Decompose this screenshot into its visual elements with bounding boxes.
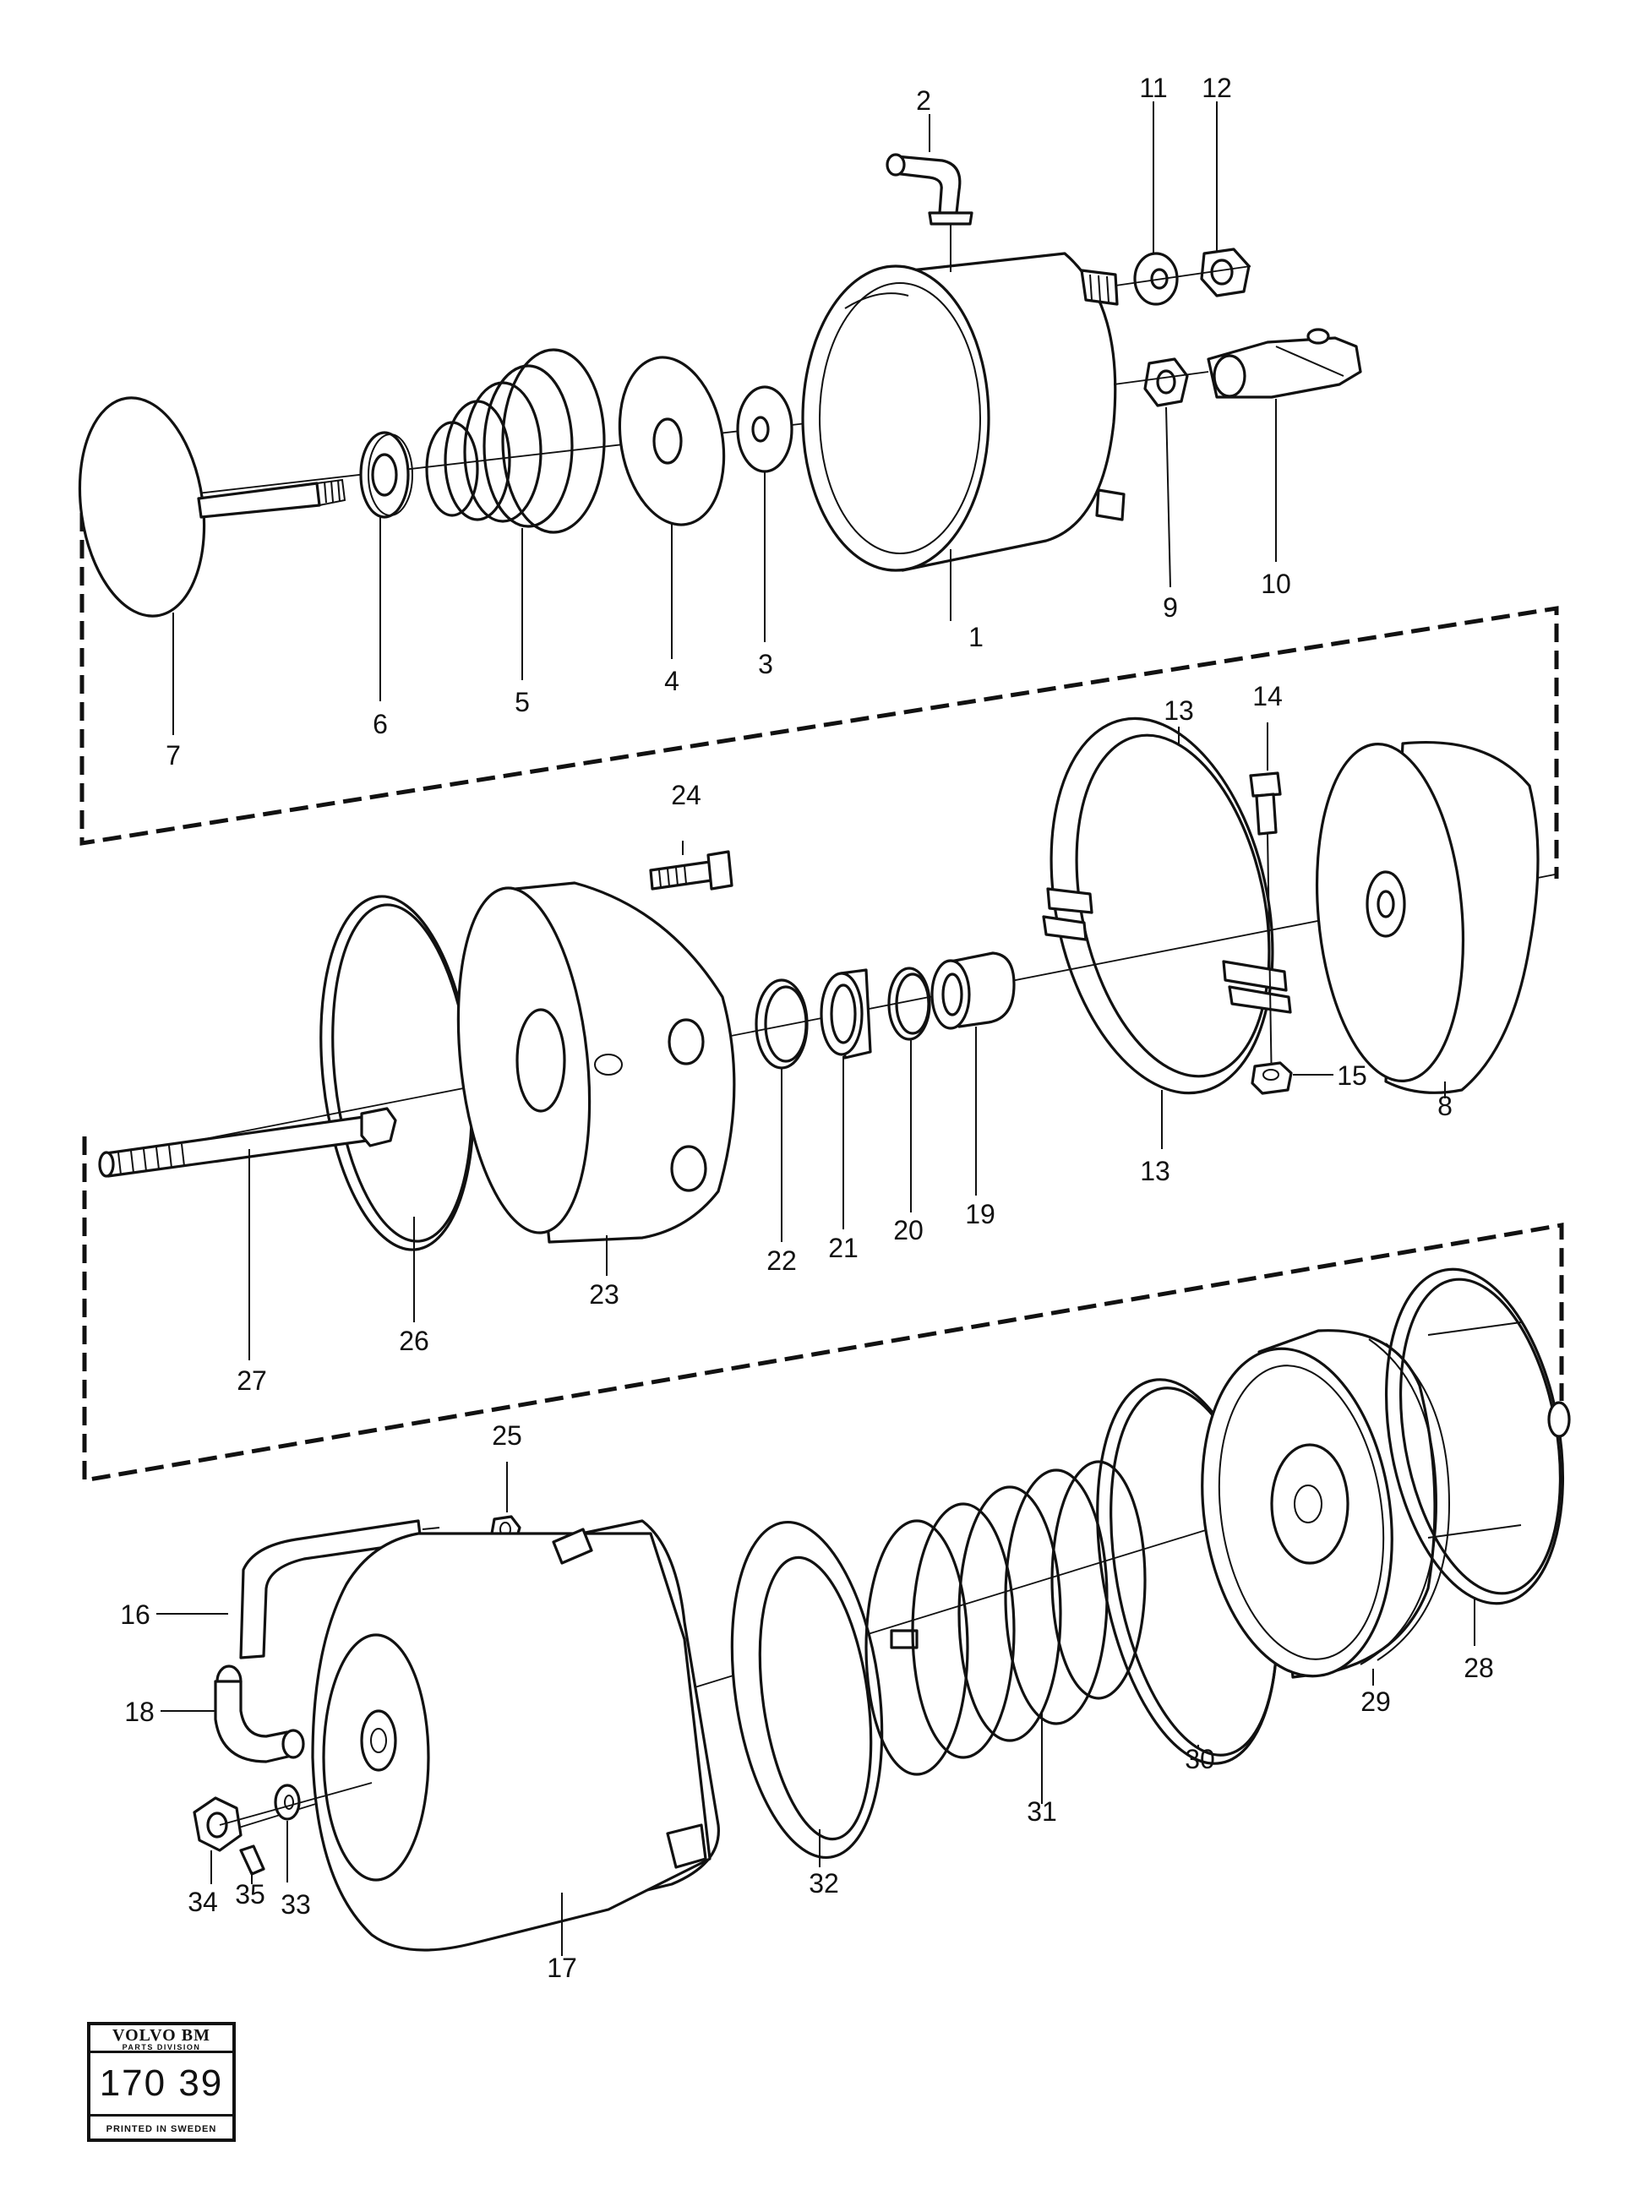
part-19-bushing [930,951,1016,1030]
callout-8: 8 [1437,1091,1453,1121]
callout-28: 28 [1464,1653,1494,1683]
part-29-piston [1201,1329,1451,1679]
callout-24: 24 [671,780,701,810]
part-35-pin [239,1844,265,1876]
callout-31: 31 [1027,1796,1057,1827]
callout-29: 29 [1360,1686,1391,1717]
part-28-ring [1384,1267,1571,1605]
printed-in-note: PRINTED IN SWEDEN [106,2124,217,2134]
callout-10: 10 [1261,569,1291,599]
part-34-nut [193,1796,243,1852]
drawing-number: 170 39 [90,2053,232,2117]
part-12-nut [1200,248,1251,297]
title-block: VOLVO BM PARTS DIVISION 170 39 PRINTED I… [87,2022,236,2142]
assembly-connector-lines [79,513,1564,1483]
part-20-ring [887,967,931,1041]
callout-22: 22 [766,1245,797,1276]
part-18-elbow [214,1680,305,1763]
part-7-diaphragm-disc [78,396,346,618]
callout-26: 26 [399,1326,429,1356]
part-15-nut [1251,1061,1293,1095]
callout-2: 2 [916,85,931,116]
callout-1: 1 [968,622,984,652]
part-1-chamber-housing [801,252,1126,572]
callout-12: 12 [1202,73,1232,103]
callout-35: 35 [235,1879,265,1910]
callout-34: 34 [188,1887,218,1917]
callout-7: 7 [166,740,181,771]
part-32-ring [730,1520,884,1860]
part-13-clamp-band [1042,716,1292,1095]
part-4-disc [618,356,726,526]
callout-5: 5 [515,687,530,717]
part-23-flange-body [456,881,736,1244]
callout-32: 32 [809,1868,839,1899]
part-10-clevis [1207,328,1362,399]
callout-6: 6 [373,709,388,739]
callout-17: 17 [547,1953,577,1983]
part-2-elbow-fitting [886,153,973,272]
part-8-diaphragm-cup [1315,740,1540,1094]
part-6-washer [359,431,413,519]
part-9-nut [1143,357,1189,407]
part-5-spring [425,348,606,534]
callout-30: 30 [1185,1744,1215,1774]
part-24-bolt [649,850,733,891]
part-14-bolt [1249,771,1282,1091]
callout-11: 11 [1139,73,1167,103]
part-11-washer [1133,252,1179,306]
leader-lines [156,101,1475,1956]
callout-27: 27 [237,1365,267,1396]
brand-name: VOLVO BM [112,2026,210,2045]
callout-16: 16 [120,1599,150,1630]
callout-21: 21 [828,1233,859,1263]
callout-labels: 1 2 3 4 5 6 7 8 9 10 11 12 13 13 14 15 1… [120,73,1494,1983]
part-33-washer [274,1784,301,1821]
callout-9: 9 [1163,592,1178,623]
part-21-sleeve [820,968,872,1060]
part-27-long-bolt [98,1107,397,1178]
callout-3: 3 [758,649,773,679]
part-3-washer [736,385,793,473]
part-22-ring [755,978,809,1070]
callout-19: 19 [965,1199,995,1229]
brand-logo: VOLVO BM PARTS DIVISION [90,2025,232,2053]
callout-18: 18 [124,1697,155,1727]
callout-14: 14 [1252,681,1283,711]
callout-4: 4 [664,666,679,696]
part-31-main-spring [864,1460,1147,1776]
callout-20: 20 [893,1215,924,1245]
callout-25: 25 [492,1420,522,1451]
callout-13-bottom: 13 [1140,1156,1170,1186]
callout-33: 33 [281,1889,311,1920]
callout-13-top: 13 [1164,695,1194,726]
brand-division: PARTS DIVISION [122,2043,201,2051]
part-17-spring-housing [311,1519,720,1952]
callout-23: 23 [589,1279,619,1310]
callout-15: 15 [1337,1060,1367,1091]
